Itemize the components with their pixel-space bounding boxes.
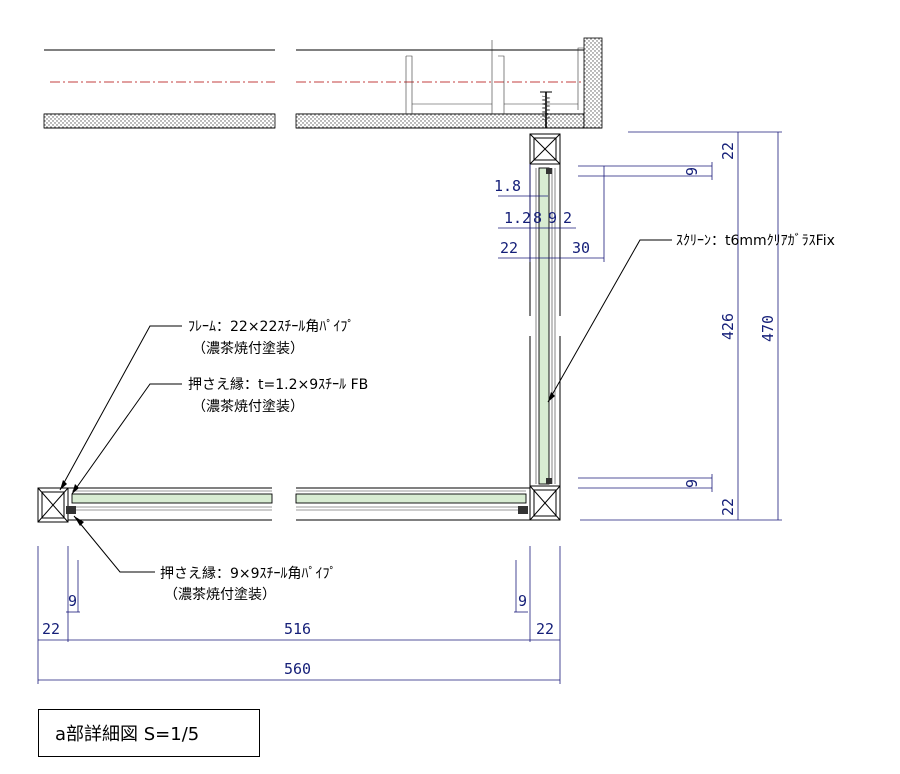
- note-frame-line1: ﾌﾚｰﾑ：22×22ｽﾁｰﾙ角ﾊﾟｲﾌﾟ: [188, 319, 354, 335]
- dim-30: 30: [572, 239, 590, 257]
- leader-screen: [547, 239, 672, 403]
- dim-b-22-left: 22: [42, 620, 60, 638]
- dim-b-22-right: 22: [536, 620, 554, 638]
- dim-2: 2: [563, 209, 572, 227]
- dimension-lines-left: [498, 164, 712, 262]
- note-pipe-line2: （濃茶焼付塗装）: [164, 586, 276, 603]
- glass-vertical: [538, 167, 550, 485]
- glass-horizontal-right: [295, 493, 527, 504]
- vertical-frame: [529, 133, 561, 521]
- dim-r-9-top: 9: [683, 167, 701, 176]
- note-fb-line1: 押さえ縁：t=1.2×9ｽﾁｰﾙ FB: [188, 377, 368, 393]
- note-fb-line2: （濃茶焼付塗装）: [192, 398, 304, 415]
- dim-b-516: 516: [284, 620, 311, 638]
- leader-fb: [71, 383, 182, 495]
- note-frame-line2: （濃茶焼付塗装）: [192, 340, 304, 357]
- horizontal-frame: [37, 487, 530, 523]
- dim-9a: 9: [548, 209, 557, 227]
- leader-lines: [59, 239, 672, 573]
- glass-horizontal-left: [71, 493, 273, 504]
- dim-22a: 22: [500, 239, 518, 257]
- dim-r-22-top: 22: [719, 142, 737, 160]
- drawing-title: a部詳細図 S=1/5: [55, 724, 200, 745]
- dim-r-22-bot: 22: [719, 498, 737, 516]
- dim-r-470: 470: [759, 315, 777, 342]
- leader-pipe: [73, 515, 155, 573]
- note-pipe-line1: 押さえ縁：9×9ｽﾁｰﾙ角ﾊﾟｲﾌﾟ: [160, 566, 337, 582]
- dim-1-2: 1.2: [504, 209, 531, 227]
- dimension-lines-right: [578, 131, 782, 521]
- dim-b-9-left: 9: [68, 592, 77, 610]
- dim-1-8: 1.8: [494, 177, 521, 195]
- note-screen: ｽｸﾘｰﾝ：t6mmｸﾘｱｶﾞﾗｽFix: [676, 233, 835, 249]
- title-box: a部詳細図 S=1/5: [38, 709, 260, 757]
- dimension-lines-bottom: [37, 546, 561, 684]
- dim-8: 8: [533, 209, 542, 227]
- ceiling-section: [43, 37, 603, 129]
- leader-frame: [59, 325, 182, 491]
- dim-b-560: 560: [284, 660, 311, 678]
- dim-r-426: 426: [719, 313, 737, 340]
- dim-b-9-right: 9: [518, 592, 527, 610]
- dim-r-9-bot: 9: [683, 479, 701, 488]
